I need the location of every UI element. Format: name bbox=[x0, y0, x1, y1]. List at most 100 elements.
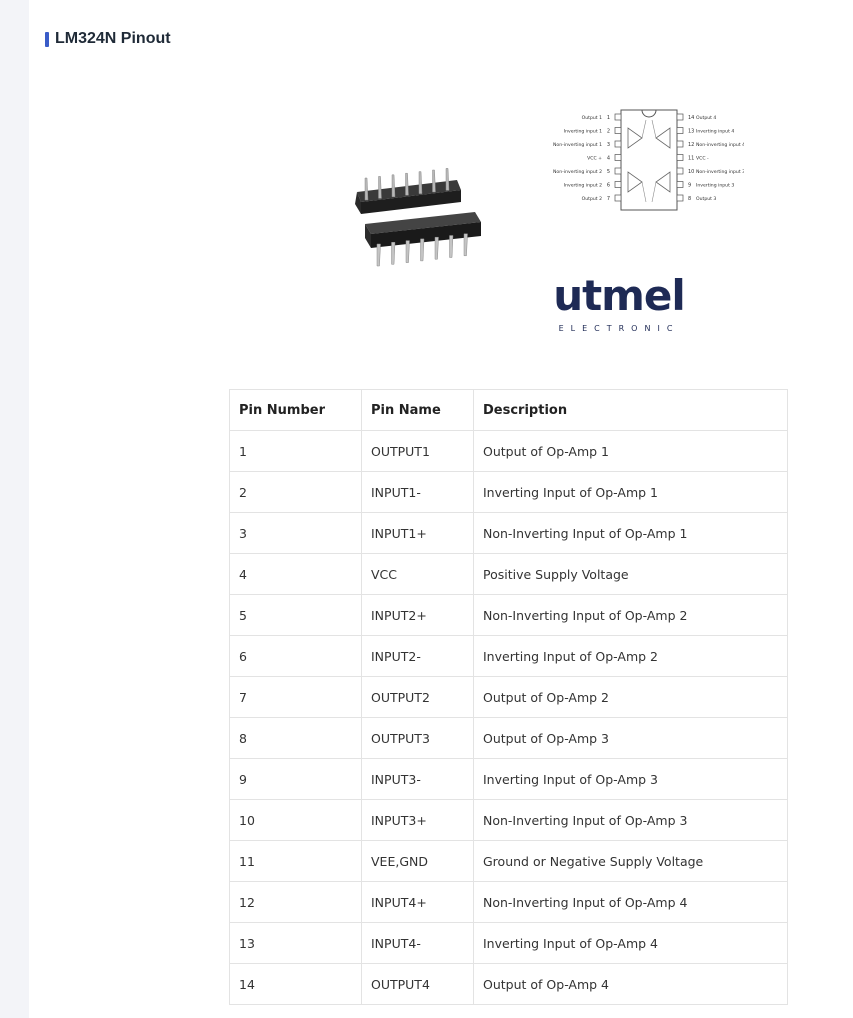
chip-front-leg bbox=[420, 238, 425, 262]
pin-number-cell: 12 bbox=[229, 881, 362, 923]
header-pin-name: Pin Name bbox=[361, 389, 474, 431]
pin-number-cell: 2 bbox=[229, 471, 362, 513]
chip-back-leg bbox=[445, 168, 450, 191]
pin-name-cell: INPUT2- bbox=[361, 635, 474, 677]
pin-number-cell: 5 bbox=[229, 594, 362, 636]
header-description: Description bbox=[473, 389, 788, 431]
diagram-pin-label: Output 1 bbox=[582, 115, 602, 121]
description-cell: Inverting Input of Op-Amp 4 bbox=[473, 922, 788, 964]
pin-name-cell: INPUT4+ bbox=[361, 881, 474, 923]
pin-name-cell: INPUT3- bbox=[361, 758, 474, 800]
diagram-pin-number: 14 bbox=[688, 115, 694, 121]
pin-name-cell: OUTPUT4 bbox=[361, 963, 474, 1005]
logo-wordmark: utmel bbox=[553, 276, 685, 320]
pin-number-cell: 11 bbox=[229, 840, 362, 882]
description-cell: Non-Inverting Input of Op-Amp 4 bbox=[473, 881, 788, 923]
diagram-pin-label: Non-inverting input 1 bbox=[553, 142, 602, 148]
diagram-pin-label: Non-inverting input 3 bbox=[696, 169, 744, 175]
diagram-pin-pad bbox=[676, 127, 684, 134]
table-header-row: Pin Number Pin Name Description bbox=[229, 389, 788, 431]
description-cell: Ground or Negative Supply Voltage bbox=[473, 840, 788, 882]
diagram-pin-pad bbox=[676, 181, 684, 188]
pin-number-cell: 6 bbox=[229, 635, 362, 677]
chip-photo bbox=[355, 168, 481, 267]
chip-front-leg bbox=[405, 240, 410, 263]
chip-back-leg bbox=[391, 174, 396, 198]
pin-number-cell: 10 bbox=[229, 799, 362, 841]
description-cell: Inverting Input of Op-Amp 1 bbox=[473, 471, 788, 513]
description-cell: Inverting Input of Op-Amp 2 bbox=[473, 635, 788, 677]
diagram-pin-pad bbox=[676, 154, 684, 161]
heading-accent-bar bbox=[45, 31, 49, 47]
diagram-pin-label: Inverting input 3 bbox=[696, 183, 734, 189]
diagram-pin-label: Inverting input 4 bbox=[696, 129, 734, 135]
diagram-pin-pad bbox=[614, 154, 622, 161]
diagram-pin-number: 13 bbox=[688, 129, 694, 135]
diagram-pin-label: Output 2 bbox=[582, 196, 602, 202]
description-cell: Inverting Input of Op-Amp 3 bbox=[473, 758, 788, 800]
chip-front-leg bbox=[449, 235, 454, 258]
description-cell: Output of Op-Amp 3 bbox=[473, 717, 788, 759]
description-cell: Output of Op-Amp 1 bbox=[473, 430, 788, 472]
pin-name-cell: OUTPUT2 bbox=[361, 676, 474, 718]
diagram-pin-label: VCC + bbox=[587, 156, 602, 162]
diagram-pin-pad bbox=[614, 194, 622, 202]
chip-front-leg bbox=[376, 243, 381, 267]
diagram-pin-label: Output 3 bbox=[696, 196, 716, 202]
chip-back-leg bbox=[418, 171, 423, 194]
pin-name-cell: VCC bbox=[361, 553, 474, 595]
description-cell: Output of Op-Amp 2 bbox=[473, 676, 788, 718]
diagram-pin-pad bbox=[676, 194, 684, 202]
chip-back-leg bbox=[364, 177, 369, 201]
pin-number-cell: 4 bbox=[229, 553, 362, 595]
pin-number-cell: 8 bbox=[229, 717, 362, 759]
diagram-pin-number: 1 bbox=[607, 115, 610, 121]
chip-back-leg bbox=[432, 169, 436, 193]
diagram-pin-number: 10 bbox=[688, 169, 694, 175]
description-cell: Non-Inverting Input of Op-Amp 2 bbox=[473, 594, 788, 636]
diagram-pin-pad bbox=[614, 113, 622, 121]
pin-number-cell: 13 bbox=[229, 922, 362, 964]
chip-back-leg bbox=[405, 172, 409, 196]
diagram-pin-pad bbox=[614, 140, 622, 148]
diagram-pin-number: 7 bbox=[607, 196, 610, 202]
chip-back-leg bbox=[378, 176, 382, 199]
diagram-pin-label: VCC - bbox=[696, 156, 709, 162]
description-cell: Output of Op-Amp 4 bbox=[473, 963, 788, 1005]
chip-front-leg bbox=[391, 242, 396, 265]
diagram-pin-number: 5 bbox=[607, 169, 610, 175]
pin-number-cell: 14 bbox=[229, 963, 362, 1005]
chip-front-leg bbox=[434, 236, 439, 260]
diagram-pin-number: 6 bbox=[607, 183, 610, 189]
pin-name-cell: INPUT1+ bbox=[361, 512, 474, 554]
pin-number-cell: 1 bbox=[229, 430, 362, 472]
pin-name-cell: OUTPUT3 bbox=[361, 717, 474, 759]
diagram-pin-pad bbox=[614, 127, 622, 134]
description-cell: Non-Inverting Input of Op-Amp 1 bbox=[473, 512, 788, 554]
header-pin-number: Pin Number bbox=[229, 389, 362, 431]
diagram-pin-number: 4 bbox=[607, 156, 610, 162]
chip-front-leg bbox=[463, 233, 468, 257]
diagram-pin-label: Non-inverting input 4 bbox=[696, 142, 744, 148]
diagram-pin-pad bbox=[614, 181, 622, 188]
diagram-pin-label: Non-inverting input 2 bbox=[553, 169, 602, 175]
utmel-logo: utmel ELECTRONIC bbox=[547, 271, 707, 343]
diagram-pin-pad bbox=[614, 167, 622, 175]
diagram-pin-number: 3 bbox=[607, 142, 610, 148]
diagram-pin-label: Output 4 bbox=[696, 115, 716, 121]
left-rail bbox=[0, 0, 29, 1018]
pin-name-cell: OUTPUT1 bbox=[361, 430, 474, 472]
diagram-pin-label: Inverting input 2 bbox=[564, 183, 602, 189]
